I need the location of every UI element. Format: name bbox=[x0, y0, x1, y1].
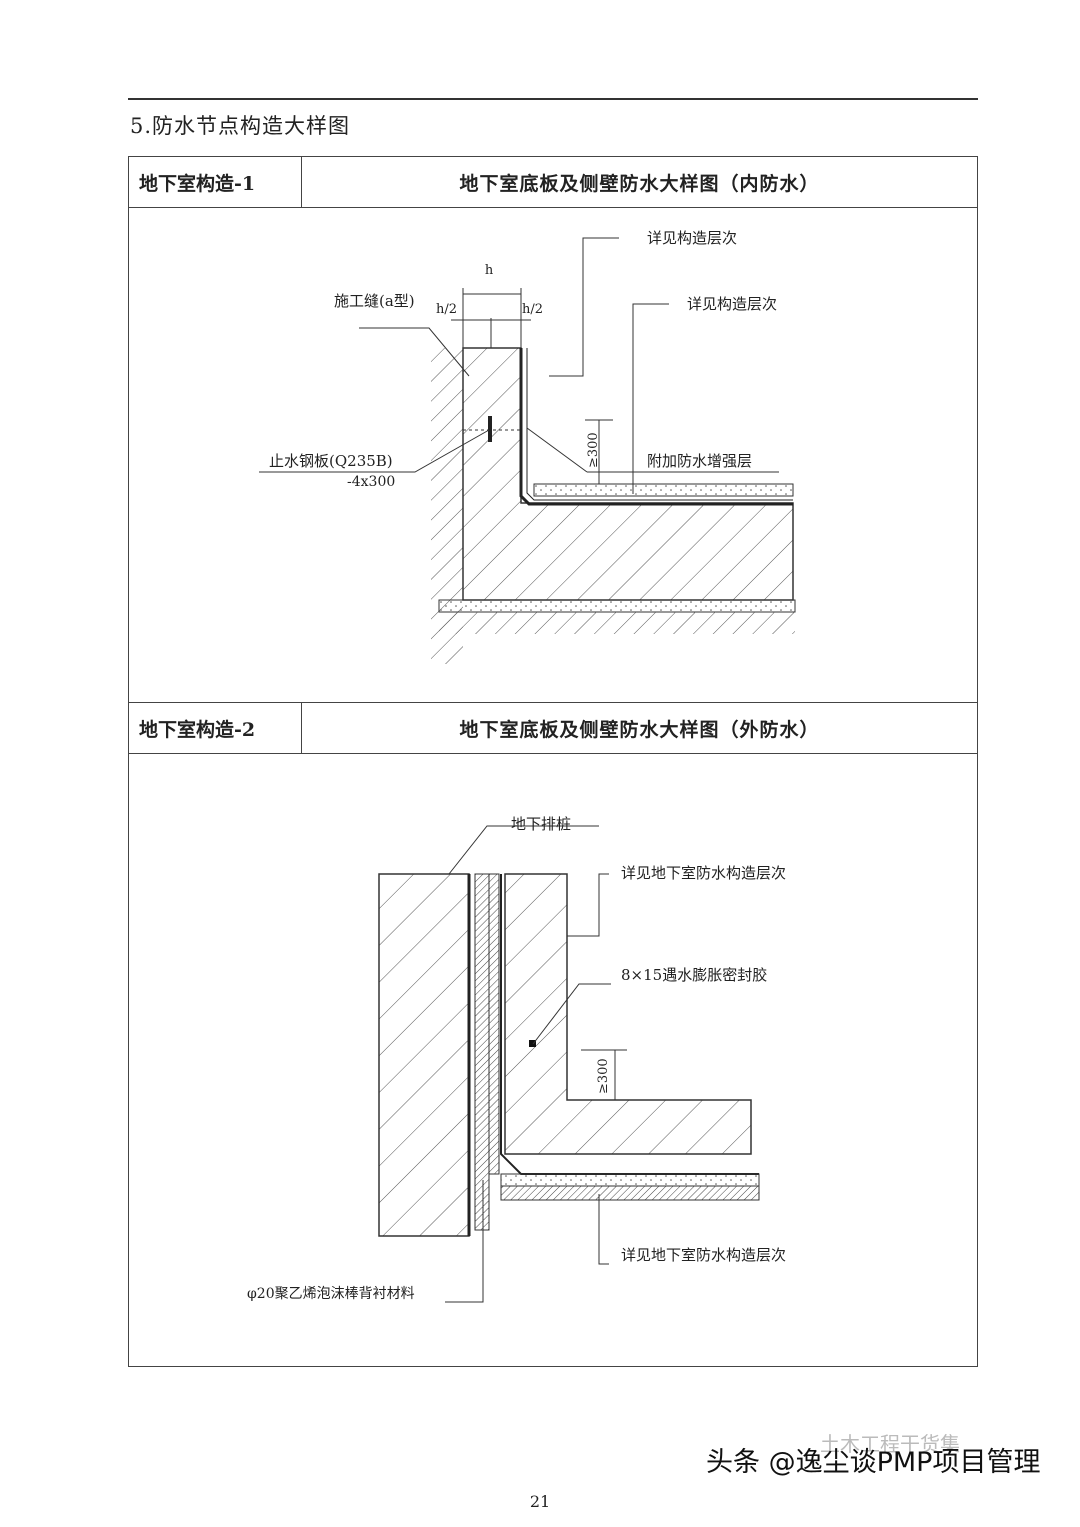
label-see-layers-top: 详见地下室防水构造层次 bbox=[621, 864, 786, 882]
row-label: 地下室构造-2 bbox=[128, 702, 302, 754]
external-waterproofing-drawing: 地下排桩 详见地下室防水构造层次 8×15遇水膨胀密封胶 ≥300 详见地下室防… bbox=[247, 815, 786, 1303]
label-steel-plate-size: -4x300 bbox=[347, 474, 395, 490]
watermark: 头条 @逸尘谈PMP项目管理 bbox=[706, 1447, 1041, 1478]
row-title: 地下室底板及侧壁防水大样图（外防水） bbox=[301, 702, 978, 754]
drawing-cell-internal: h h/2 h/2 施工缝(a型) 止水钢板(Q235B) -4x300 详见构… bbox=[128, 207, 978, 703]
label-see-layers-1: 详见构造层次 bbox=[647, 229, 737, 247]
row-label: 地下室构造-1 bbox=[128, 156, 302, 208]
label-min-300: ≥300 bbox=[596, 1058, 611, 1094]
table-row: 地下室构造-1 地下室底板及侧壁防水大样图（内防水） bbox=[128, 156, 978, 208]
label-see-layers-2: 详见构造层次 bbox=[687, 295, 777, 313]
drawing-cell-external: 地下排桩 详见地下室防水构造层次 8×15遇水膨胀密封胶 ≥300 详见地下室防… bbox=[128, 753, 978, 1367]
label-see-layers-bottom: 详见地下室防水构造层次 bbox=[621, 1246, 786, 1264]
detail-table: 地下室构造-1 地下室底板及侧壁防水大样图（内防水） bbox=[128, 156, 978, 1367]
label-construction-joint: 施工缝(a型) bbox=[334, 292, 415, 310]
label-min-300: ≥300 bbox=[586, 432, 601, 468]
label-h-half-left: h/2 bbox=[436, 302, 457, 317]
label-h: h bbox=[485, 263, 494, 278]
label-foam-rod: φ20聚乙烯泡沫棒背衬材料 bbox=[247, 1286, 415, 1302]
section-heading: 5.防水节点构造大样图 bbox=[130, 114, 351, 138]
table-row: 地下排桩 详见地下室防水构造层次 8×15遇水膨胀密封胶 ≥300 详见地下室防… bbox=[128, 753, 978, 1367]
row-title: 地下室底板及侧壁防水大样图（内防水） bbox=[301, 156, 978, 208]
table-row: 地下室构造-2 地下室底板及侧壁防水大样图（外防水） bbox=[128, 702, 978, 754]
internal-waterproofing-drawing: h h/2 h/2 施工缝(a型) 止水钢板(Q235B) -4x300 详见构… bbox=[259, 229, 796, 664]
faint-watermark: 土木工程干货集 bbox=[820, 1432, 960, 1456]
label-sealant: 8×15遇水膨胀密封胶 bbox=[621, 966, 767, 984]
top-rule bbox=[128, 98, 978, 100]
page-number: 21 bbox=[529, 1492, 551, 1511]
label-reinforcement-layer: 附加防水增强层 bbox=[647, 452, 752, 470]
label-steel-plate: 止水钢板(Q235B) bbox=[269, 452, 393, 470]
label-piles: 地下排桩 bbox=[511, 815, 571, 833]
label-h-half-right: h/2 bbox=[522, 302, 543, 317]
table-row: h h/2 h/2 施工缝(a型) 止水钢板(Q235B) -4x300 详见构… bbox=[128, 207, 978, 703]
